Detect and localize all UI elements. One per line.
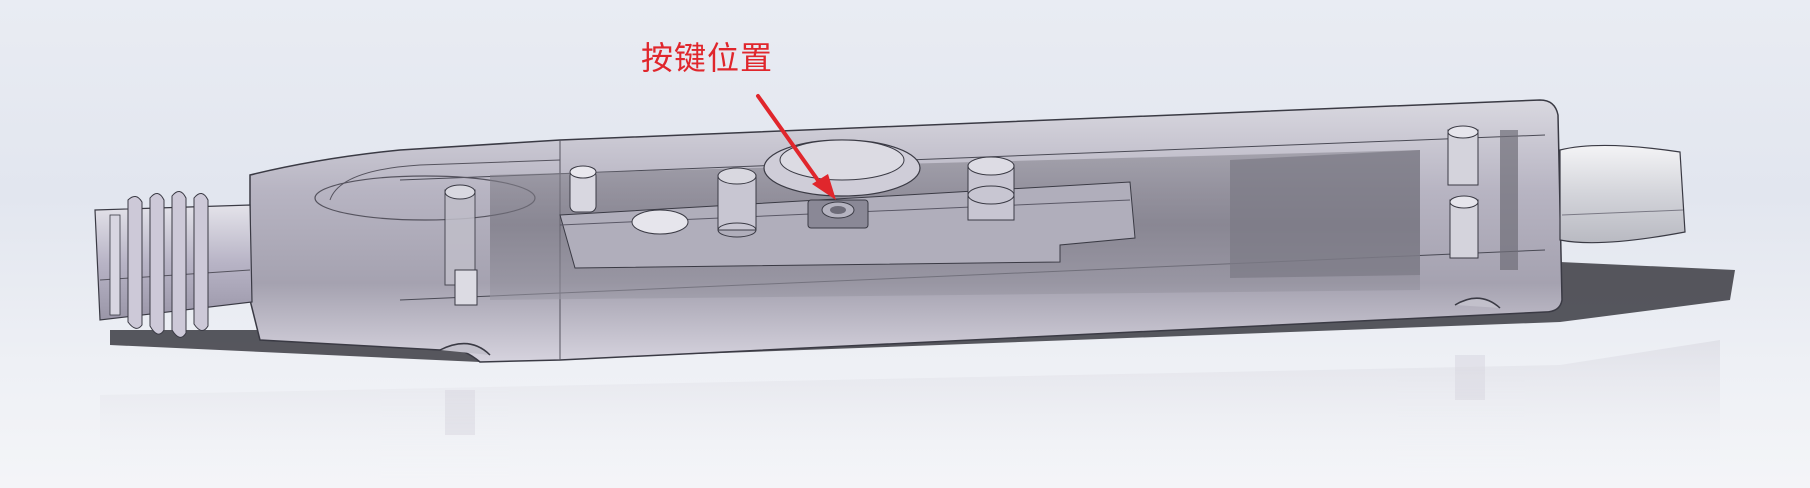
button-annotation-arrow <box>756 94 836 200</box>
floor-reflection <box>100 340 1720 480</box>
pen-housing <box>249 99 1563 363</box>
button-position-label: 按键位置 <box>641 39 774 77</box>
tip-cap <box>1559 144 1686 244</box>
threaded-end <box>94 191 253 338</box>
